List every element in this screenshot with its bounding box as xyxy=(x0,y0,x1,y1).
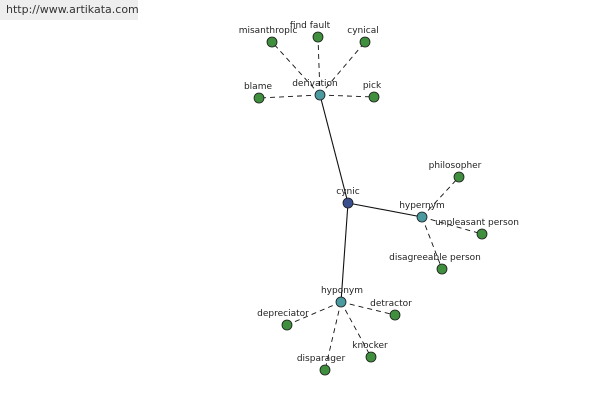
edge-hyponym-to-depreciator xyxy=(286,301,342,326)
node-unpleasant-person[interactable] xyxy=(476,228,488,240)
edge-derivation-to-find-fault xyxy=(317,36,321,96)
node-derivation[interactable] xyxy=(314,89,326,101)
edge-hyponym-to-disparager xyxy=(324,301,342,371)
node-detractor[interactable] xyxy=(389,309,401,321)
edge-cynic-to-hyponym xyxy=(340,202,349,303)
node-knocker[interactable] xyxy=(365,351,377,363)
node-label-derivation[interactable]: derivation xyxy=(292,79,338,89)
node-hyponym[interactable] xyxy=(335,296,347,308)
node-disparager[interactable] xyxy=(319,364,331,376)
edge-hyponym-to-knocker xyxy=(340,301,372,358)
edge-hypernym-to-unpleasant-person xyxy=(421,216,483,235)
labels-layer: cynic derivation hypernym hyponym misanthrop… xyxy=(239,21,519,364)
node-label-disagreeable-person[interactable]: disagreeable person xyxy=(389,253,481,263)
node-misanthropic[interactable] xyxy=(266,36,278,48)
edge-derivation-to-misanthropic xyxy=(271,41,321,96)
edge-cynic-to-hypernym xyxy=(347,202,423,218)
node-blame[interactable] xyxy=(253,92,265,104)
edge-derivation-to-blame xyxy=(258,94,321,99)
node-cynical[interactable] xyxy=(359,36,371,48)
node-pick[interactable] xyxy=(368,91,380,103)
node-find-fault[interactable] xyxy=(312,31,324,43)
node-label-cynical[interactable]: cynical xyxy=(347,26,378,36)
node-label-pick[interactable]: pick xyxy=(363,81,382,91)
source-url: http://www.artikata.com xyxy=(6,3,139,16)
node-disagreeable-person[interactable] xyxy=(436,263,448,275)
node-label-hypernym[interactable]: hypernym xyxy=(399,201,445,211)
node-label-disparager[interactable]: disparager xyxy=(297,354,346,364)
node-label-cynic[interactable]: cynic xyxy=(336,187,359,197)
edge-hypernym-to-philosopher xyxy=(421,176,460,218)
node-label-misanthropic[interactable]: misanthropic xyxy=(239,26,298,36)
node-label-detractor[interactable]: detractor xyxy=(370,299,412,309)
node-label-find-fault[interactable]: find fault xyxy=(290,21,331,31)
nodes-layer xyxy=(253,31,488,376)
edge-cynic-to-derivation xyxy=(319,94,349,204)
edge-hyponym-to-detractor xyxy=(340,301,396,316)
edge-hypernym-to-disagreeable-person xyxy=(421,216,443,270)
edge-derivation-to-pick xyxy=(319,94,375,98)
node-label-knocker[interactable]: knocker xyxy=(352,341,388,351)
edge-derivation-to-cynical xyxy=(319,41,366,96)
node-cynic[interactable] xyxy=(342,197,354,209)
node-label-unpleasant-person[interactable]: unpleasant person xyxy=(435,218,519,228)
node-label-philosopher[interactable]: philosopher xyxy=(429,161,482,171)
node-label-hyponym[interactable]: hyponym xyxy=(321,286,363,296)
edges-layer xyxy=(258,36,483,371)
source-url-banner: http://www.artikata.com xyxy=(0,0,139,20)
node-label-blame[interactable]: blame xyxy=(244,82,272,92)
node-philosopher[interactable] xyxy=(453,171,465,183)
node-depreciator[interactable] xyxy=(281,319,293,331)
node-label-depreciator[interactable]: depreciator xyxy=(257,309,309,319)
node-hypernym[interactable] xyxy=(416,211,428,223)
